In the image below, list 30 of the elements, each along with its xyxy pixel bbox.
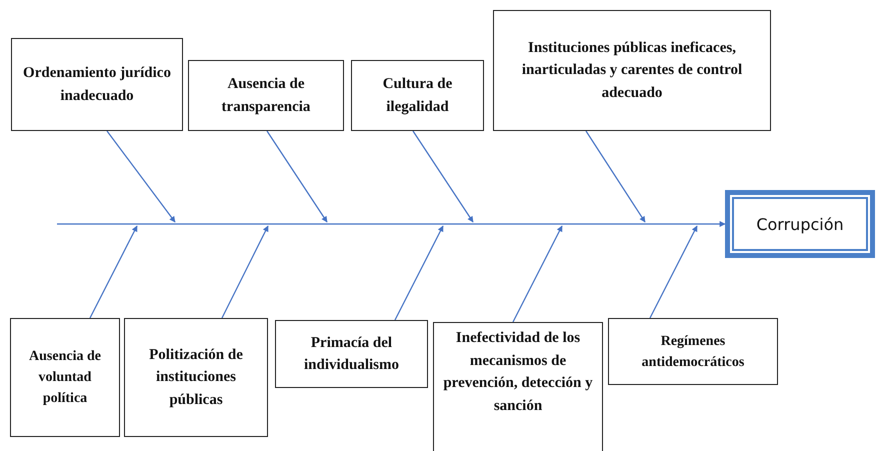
cause-box: [433, 322, 603, 451]
arrow: [394, 225, 444, 320]
cause-box: [275, 320, 428, 388]
cause-box: [493, 10, 771, 131]
cause-label: Ausencia de voluntad política: [28, 348, 102, 408]
arrow: [89, 225, 138, 318]
cause-box: [10, 318, 120, 437]
cause-label: Politización de instituciones públicas: [148, 346, 244, 410]
effect-label: Corrupción: [756, 214, 844, 234]
arrow: [57, 221, 726, 227]
cause-box: [11, 38, 183, 131]
cause-box: [608, 318, 778, 385]
effect-box: [725, 190, 875, 258]
cause-label: Regímenes antidemocráticos: [640, 332, 746, 372]
arrow: [106, 130, 176, 222]
cause-label: Instituciones públicas ineficaces, inarticuladas y carentes de control adecuado: [520, 38, 744, 103]
cause-label: Ausencia de transparencia: [220, 75, 312, 116]
cause-label: Ordenamiento jurídico inadecuado: [22, 64, 172, 106]
cause-box: [124, 318, 268, 437]
cause-box: [351, 60, 484, 131]
cause-label: Primacía del individualismo: [302, 334, 400, 375]
arrow: [221, 225, 269, 318]
arrow: [266, 130, 328, 222]
arrow: [649, 225, 698, 318]
cause-label: Inefectividad de los mecanismos de prevención, detección y sanción: [442, 329, 594, 416]
arrow: [412, 130, 474, 222]
cause-label: Cultura de ilegalidad: [382, 75, 454, 116]
arrow: [512, 225, 563, 322]
arrow: [586, 130, 646, 222]
cause-box: [188, 60, 344, 131]
